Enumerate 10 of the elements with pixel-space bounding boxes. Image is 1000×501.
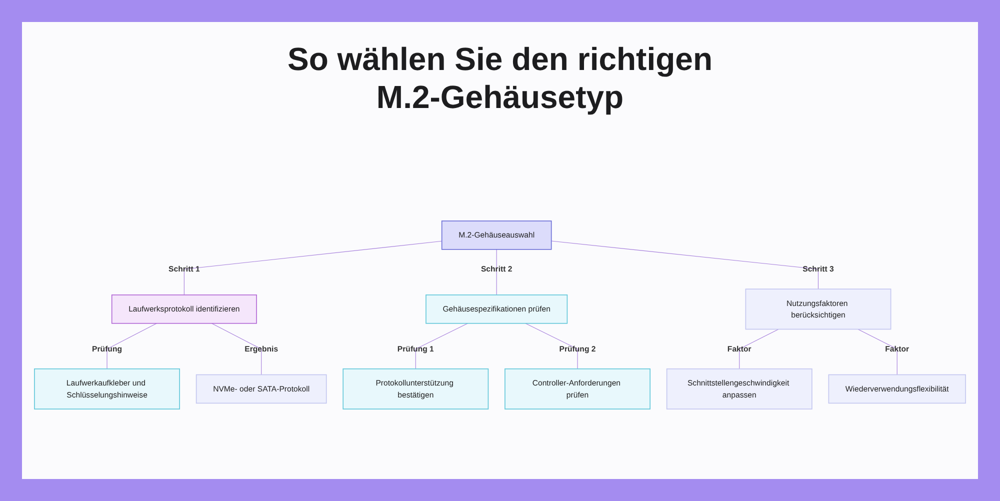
connector	[551, 240, 819, 290]
connector	[496, 249, 497, 296]
connector	[525, 323, 578, 370]
connector	[739, 328, 779, 370]
connector	[184, 240, 442, 296]
title: So wählen Sie den richtigen M.2-Gehäusetyp	[286, 40, 714, 116]
connector	[415, 323, 468, 370]
connector	[106, 323, 157, 370]
connector	[211, 323, 262, 375]
connector	[858, 328, 898, 375]
